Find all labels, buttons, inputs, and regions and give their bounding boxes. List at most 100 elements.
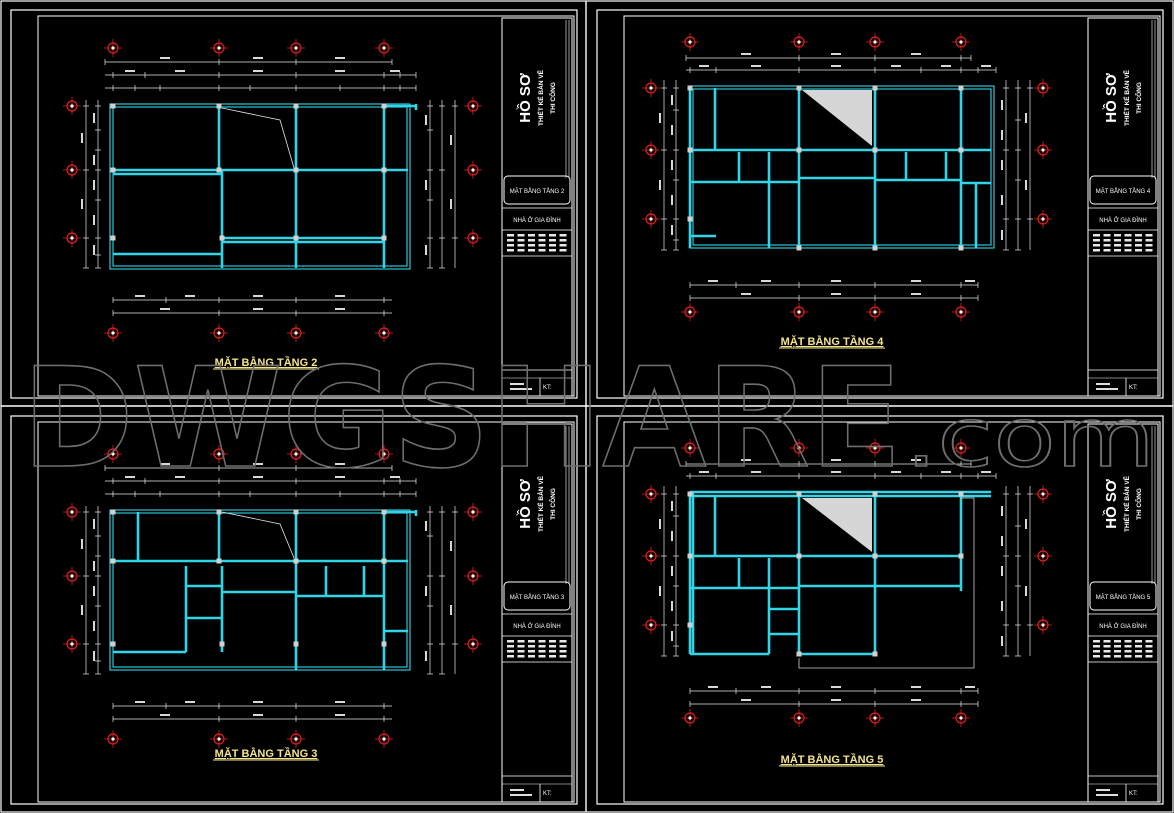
dimension-mark (425, 651, 427, 661)
info-cell (528, 650, 535, 653)
info-cell (1135, 244, 1142, 247)
column (381, 558, 387, 564)
grid-bubble (374, 38, 394, 58)
wall-inner (112, 512, 408, 668)
drawing-border (623, 15, 1161, 397)
column (381, 641, 387, 647)
info-cell (1093, 234, 1100, 237)
dimension-mark (335, 57, 345, 59)
info-cell (538, 640, 546, 643)
dimension-mark (911, 280, 921, 282)
grid-bubble (1033, 615, 1053, 635)
grid-bubble (680, 32, 700, 52)
info-cell (538, 234, 546, 237)
dimension-mark (965, 686, 975, 688)
column (216, 558, 222, 564)
dimension-mark (185, 701, 195, 703)
info-cell (1103, 244, 1111, 247)
info-cell (507, 239, 514, 242)
grid-bubble (463, 502, 483, 522)
grid-bubble (463, 96, 483, 116)
info-cell (510, 794, 532, 796)
grid-bubble (1033, 546, 1053, 566)
dimension-mark (253, 70, 263, 72)
column (687, 147, 693, 153)
column (381, 103, 387, 109)
project-name: NHÀ Ở GIA ĐÌNH (513, 217, 560, 224)
grid-bubble (463, 160, 483, 180)
info-cell (517, 244, 525, 247)
grid-bubble (951, 302, 971, 322)
info-cell (538, 645, 546, 648)
grid-bubble (789, 32, 809, 52)
column (958, 245, 964, 251)
column (796, 491, 802, 497)
info-cell (549, 239, 556, 242)
grid-bubble (641, 546, 661, 566)
info-cell (1135, 645, 1142, 648)
kt-label: KT: (1129, 791, 1138, 797)
dimension-mark (1001, 636, 1003, 646)
dimension-mark (751, 471, 761, 473)
dimension-mark (671, 195, 673, 205)
dimension-mark (671, 95, 673, 105)
column (687, 216, 693, 222)
dimension-mark (175, 476, 185, 478)
grid-bubble (103, 729, 123, 749)
dimension-mark (911, 53, 921, 55)
info-cell (1103, 645, 1111, 648)
info-cell (538, 249, 546, 252)
grid-bubble (641, 140, 661, 160)
dimension-mark (450, 541, 452, 551)
title-line-2: THIẾT KẾ BẢN VẼ (1121, 69, 1131, 126)
info-cell (1145, 239, 1153, 242)
info-cell (1124, 650, 1132, 653)
grid-bubble (641, 209, 661, 229)
dimension-mark (1025, 519, 1027, 529)
column (796, 245, 802, 251)
dimension-mark (1001, 160, 1003, 170)
dimension-mark (253, 463, 263, 465)
info-cell (549, 249, 556, 252)
dimension-mark (1001, 100, 1003, 110)
info-cell (1145, 640, 1153, 643)
dimension-mark (831, 699, 841, 701)
grid-bubble (463, 634, 483, 654)
title-block-frame (501, 17, 573, 397)
column (872, 553, 878, 559)
grid-bubble (62, 228, 82, 248)
dimension-mark (831, 686, 841, 688)
info-cell (559, 650, 567, 653)
info-cell (517, 650, 525, 653)
info-cell (1093, 650, 1100, 653)
grid-bubble (951, 708, 971, 728)
dimension-mark (741, 53, 751, 55)
info-cell (538, 239, 546, 242)
info-cell (1124, 239, 1132, 242)
dimension-mark (1001, 506, 1003, 516)
info-cell (1093, 640, 1100, 643)
info-cell (549, 650, 556, 653)
dimension-mark (659, 113, 661, 123)
watermark-main: DWGSHARE (22, 338, 902, 499)
column (872, 651, 878, 657)
info-cell (559, 239, 567, 242)
dimension-mark (761, 280, 771, 282)
info-cell (1135, 239, 1142, 242)
info-cell (559, 234, 567, 237)
dimension-mark (335, 463, 345, 465)
grid-bubble (62, 96, 82, 116)
info-cell (507, 655, 514, 658)
info-cell (538, 244, 546, 247)
wall (109, 103, 411, 270)
dimension-mark (911, 293, 921, 295)
dimension-mark (335, 476, 345, 478)
dimension-mark (253, 57, 263, 59)
grid-bubble (865, 302, 885, 322)
dimension-mark (93, 621, 95, 631)
dimension-mark (175, 70, 185, 72)
info-cell (1124, 244, 1132, 247)
